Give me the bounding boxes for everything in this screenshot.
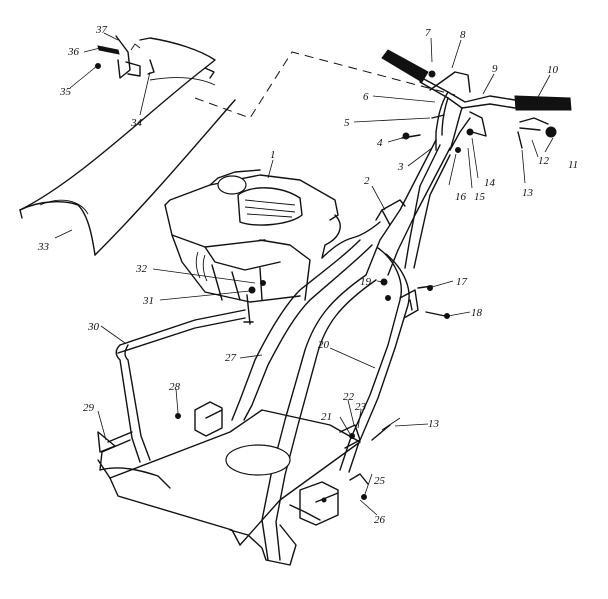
callout-35: 35 xyxy=(59,86,72,98)
callout-8: 8 xyxy=(460,29,466,41)
leader-lines xyxy=(54,32,554,516)
callout-14: 14 xyxy=(484,177,496,189)
callout-26: 26 xyxy=(374,514,386,526)
callout-27: 27 xyxy=(225,352,237,364)
callout-19: 19 xyxy=(360,276,372,288)
callout-labels: 1 2 3 4 5 6 7 8 9 10 11 12 13 13 14 15 1… xyxy=(37,24,578,526)
engine xyxy=(164,169,341,325)
callout-30: 30 xyxy=(87,321,100,333)
callout-23: 23 xyxy=(355,401,367,413)
callout-36: 36 xyxy=(67,46,80,58)
callout-16: 16 xyxy=(455,191,467,203)
callout-4: 4 xyxy=(377,137,383,149)
callout-13-lower: 13 xyxy=(428,418,440,430)
callout-21: 21 xyxy=(321,411,332,423)
callout-10: 10 xyxy=(547,64,559,76)
callout-33: 33 xyxy=(37,241,50,253)
handlebar xyxy=(365,49,572,276)
callout-28: 28 xyxy=(169,381,181,393)
callout-31: 31 xyxy=(142,295,154,307)
callout-3: 3 xyxy=(397,161,404,173)
frame xyxy=(115,239,450,561)
base-deck xyxy=(97,401,401,566)
callout-2: 2 xyxy=(364,175,370,187)
callout-34: 34 xyxy=(130,117,143,129)
callout-15: 15 xyxy=(474,191,486,203)
callout-20: 20 xyxy=(318,339,330,351)
callout-12: 12 xyxy=(538,155,550,167)
callout-25: 25 xyxy=(374,475,386,487)
callout-22: 22 xyxy=(343,391,355,403)
callout-7: 7 xyxy=(425,27,431,39)
callout-1: 1 xyxy=(270,149,276,161)
callout-5: 5 xyxy=(344,117,350,129)
callout-9: 9 xyxy=(492,63,498,75)
callout-13-upper: 13 xyxy=(522,187,534,199)
callout-37: 37 xyxy=(95,24,108,36)
callout-32: 32 xyxy=(135,263,148,275)
callout-17: 17 xyxy=(456,276,468,288)
chute-dashed-line xyxy=(194,51,456,119)
callout-11: 11 xyxy=(568,159,578,171)
chute-handle-hardware xyxy=(95,35,155,79)
control-cable xyxy=(321,221,381,259)
callout-6: 6 xyxy=(363,91,369,103)
callout-29: 29 xyxy=(83,402,95,414)
chute-guard xyxy=(19,37,236,256)
callout-18: 18 xyxy=(471,307,483,319)
